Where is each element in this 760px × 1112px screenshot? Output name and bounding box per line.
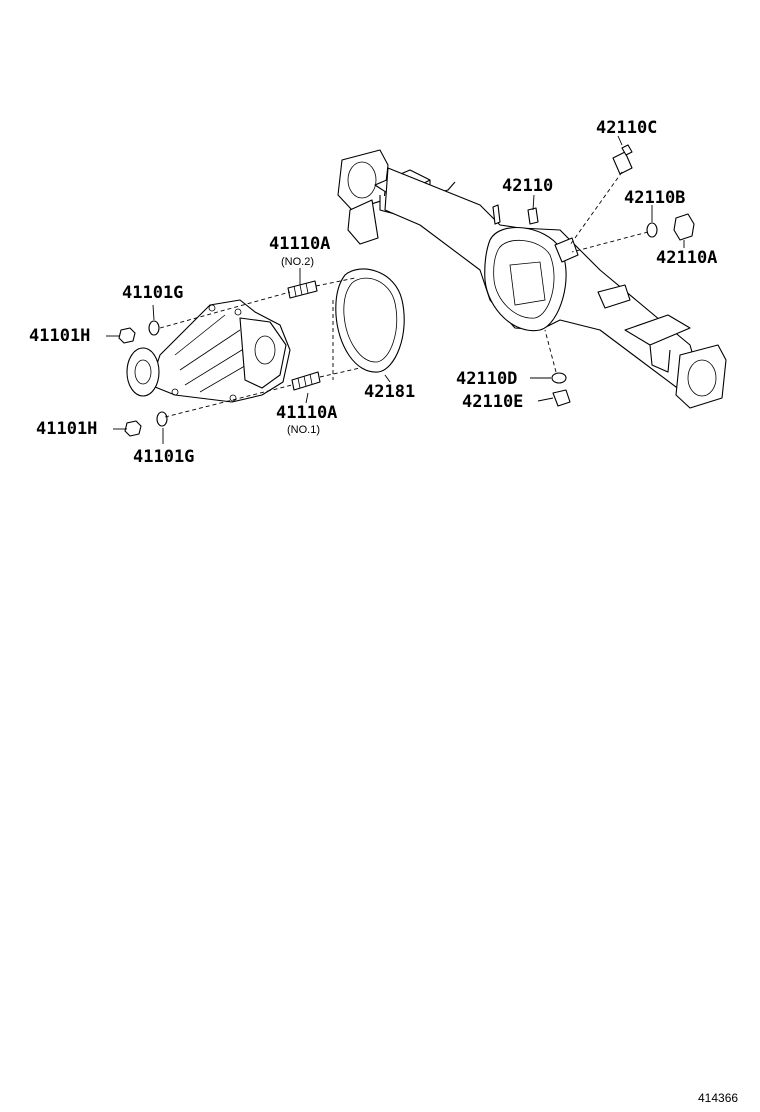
label-41110a-no2: 41110A [269, 234, 330, 254]
label-42110a: 42110A [656, 248, 717, 268]
gasket [335, 268, 405, 373]
label-42110d: 42110D [456, 369, 517, 389]
label-41110a-no2-sub: (NO.2) [281, 256, 314, 268]
washer-42110d [551, 372, 567, 384]
label-42181: 42181 [364, 382, 415, 402]
label-41110a-no1: 41110A [276, 403, 337, 423]
label-41101h-bottom: 41101H [36, 419, 97, 439]
label-42110b: 42110B [624, 188, 685, 208]
plug-42110e [552, 389, 571, 407]
stud-no1 [291, 371, 321, 391]
label-41101g-bottom: 41101G [133, 447, 194, 467]
stud-no2 [287, 280, 318, 299]
washer-41101g-bottom [156, 411, 168, 427]
label-41110a-no1-sub: (NO.1) [287, 424, 320, 436]
label-42110c: 42110C [596, 118, 657, 138]
washer-41101g-top [148, 320, 160, 336]
label-42110: 42110 [502, 176, 553, 196]
nut-41101h-top [118, 327, 136, 344]
nut-41101h-bottom [124, 420, 142, 437]
part-labels: 42110C 42110 42110B 42110A 41110A (NO.2)… [29, 118, 738, 1105]
washer-42110b [646, 222, 658, 238]
label-41101h-top: 41101H [29, 326, 90, 346]
axle-housing [337, 149, 727, 409]
leader-lines [106, 135, 685, 444]
label-42110e: 42110E [462, 392, 523, 412]
diagram-reference-number: 414366 [698, 1091, 738, 1105]
differential-carrier [126, 299, 291, 403]
plug-42110a [673, 213, 695, 241]
label-41101g-top: 41101G [122, 283, 183, 303]
breather-42110c [612, 144, 633, 175]
